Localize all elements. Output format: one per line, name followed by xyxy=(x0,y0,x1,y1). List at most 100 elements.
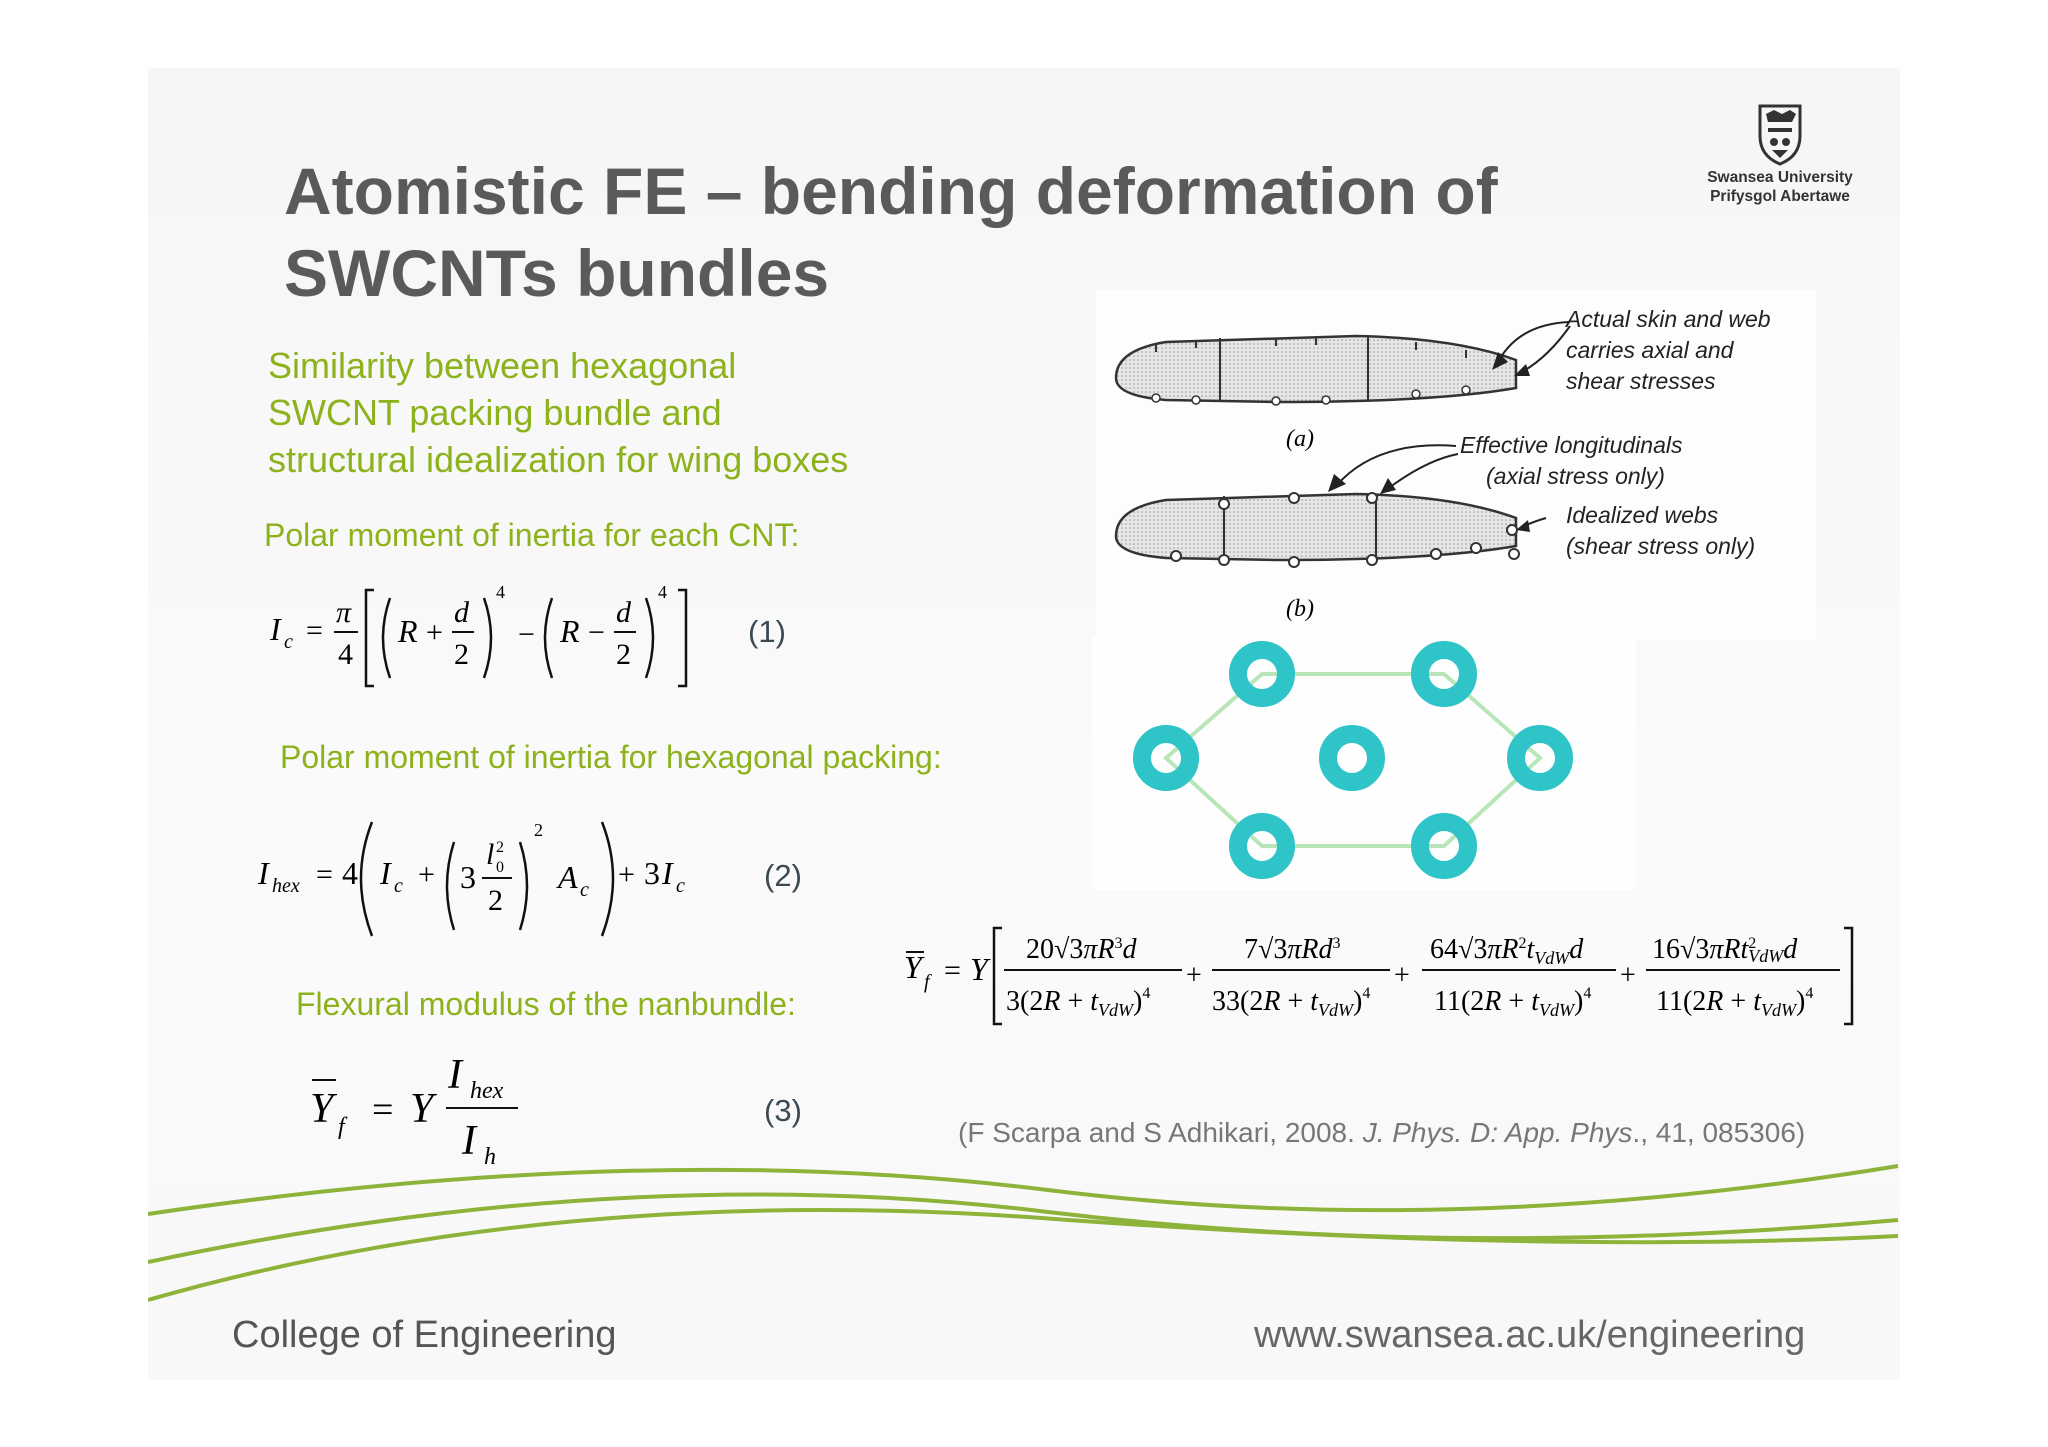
equation-2: I hex = 4 I c + 3 l 2 0 2 2 A c + 3 I c xyxy=(257,820,685,937)
svg-text:2: 2 xyxy=(454,638,469,671)
wing-box-figure: (a) (b) xyxy=(1096,290,1816,640)
svg-text:3(2R + tVdW)4: 3(2R + tVdW)4 xyxy=(1006,985,1150,1020)
svg-text:=: = xyxy=(372,1089,393,1131)
tube-ring xyxy=(1507,725,1573,791)
svg-text:d: d xyxy=(454,596,470,629)
hexagonal-packing-figure xyxy=(1092,636,1636,890)
svg-text:3: 3 xyxy=(644,855,660,891)
figure-label-a: (a) xyxy=(1286,426,1314,452)
tube-ring xyxy=(1319,725,1385,791)
svg-text:+: + xyxy=(1394,960,1410,991)
svg-text:I: I xyxy=(447,1052,464,1098)
svg-text:I: I xyxy=(269,611,282,647)
svg-text:l: l xyxy=(486,838,494,871)
svg-text:+: + xyxy=(1186,960,1202,991)
svg-text:2: 2 xyxy=(496,839,504,856)
slide-title: Atomistic FE – bending deformation of SW… xyxy=(284,150,1664,314)
svg-text:hex: hex xyxy=(272,875,300,897)
title-line-1: Atomistic FE – bending deformation of xyxy=(284,154,1498,228)
svg-text:−: − xyxy=(588,616,605,649)
annotation-b2-line-2: (shear stress only) xyxy=(1566,533,1756,559)
svg-text:I: I xyxy=(257,855,270,891)
svg-text:R: R xyxy=(397,613,418,649)
svg-text:=: = xyxy=(306,614,323,647)
decorative-waves xyxy=(148,1164,1899,1302)
svg-text:+: + xyxy=(1620,960,1636,991)
svg-text:I: I xyxy=(379,855,392,891)
svg-text:2: 2 xyxy=(616,638,631,671)
svg-text:I: I xyxy=(461,1118,478,1164)
figure-label-b: (b) xyxy=(1286,596,1314,622)
svg-text:+: + xyxy=(618,858,635,891)
university-logo: Swansea University Prifysgol Abertawe xyxy=(1690,100,1870,206)
svg-text:c: c xyxy=(284,631,293,653)
annotation-b1: Effective longitudinals (axial stress on… xyxy=(1460,430,1682,492)
university-crest-icon xyxy=(1758,104,1802,166)
citation: (F Scarpa and S Adhikari, 2008. J. Phys.… xyxy=(958,1117,1805,1149)
svg-text:h: h xyxy=(484,1144,496,1170)
svg-text:hex: hex xyxy=(470,1078,504,1104)
subtitle-line-1: Similarity between hexagonal xyxy=(268,345,737,386)
annotation-a-line-3: shear stresses xyxy=(1566,368,1716,394)
svg-text:c: c xyxy=(676,875,685,897)
equation-number-1: (1) xyxy=(748,614,786,649)
logo-name-1: Swansea University xyxy=(1707,169,1853,186)
svg-text:f: f xyxy=(338,1114,348,1140)
label-polar-hex: Polar moment of inertia for hexagonal pa… xyxy=(280,739,942,775)
svg-text:Y: Y xyxy=(410,1086,438,1132)
svg-text:I: I xyxy=(661,855,674,891)
svg-text:64√3πR2tVdWd: 64√3πR2tVdWd xyxy=(1430,934,1584,968)
svg-text:−: − xyxy=(518,618,535,651)
svg-text:=: = xyxy=(316,858,333,891)
svg-text:f: f xyxy=(924,971,932,993)
svg-text:4: 4 xyxy=(342,855,358,891)
citation-journal: J. Phys. D: App. Phys xyxy=(1362,1117,1633,1148)
svg-text:c: c xyxy=(580,879,589,901)
svg-text:R: R xyxy=(559,613,580,649)
flexural-modulus-equation: Y f = Y 20√3πR3d 3(2R + tVdW)4 + 7√3πRd3… xyxy=(904,926,1854,1026)
annotation-a: Actual skin and web carries axial and sh… xyxy=(1566,304,1771,397)
svg-text:11(2R + tVdW)4: 11(2R + tVdW)4 xyxy=(1656,985,1813,1020)
svg-text:+: + xyxy=(426,616,443,649)
tube-ring xyxy=(1229,641,1295,707)
tube-ring xyxy=(1229,813,1295,879)
tube-ring xyxy=(1411,813,1477,879)
svg-text:Y: Y xyxy=(310,1086,338,1132)
svg-text:2: 2 xyxy=(488,884,503,917)
svg-text:4: 4 xyxy=(658,582,667,602)
svg-text:Y: Y xyxy=(970,951,991,987)
label-polar-cnt: Polar moment of inertia for each CNT: xyxy=(264,517,800,553)
annotation-a-line-2: carries axial and xyxy=(1566,337,1734,363)
logo-name-2: Prifysgol Abertawe xyxy=(1710,188,1850,205)
equation-number-2: (2) xyxy=(764,858,802,893)
hexagonal-packing-diagram xyxy=(1133,641,1573,879)
svg-text:Y: Y xyxy=(904,949,925,985)
subtitle: Similarity between hexagonal SWCNT packi… xyxy=(268,342,848,483)
svg-text:=: = xyxy=(944,954,961,987)
annotation-b1-line-2: (axial stress only) xyxy=(1486,463,1665,489)
equation-3: Y f = Y I hex I h xyxy=(310,1052,518,1170)
svg-text:d: d xyxy=(616,596,632,629)
annotation-a-line-1: Actual skin and web xyxy=(1566,306,1771,332)
svg-text:20√3πR3d: 20√3πR3d xyxy=(1026,934,1138,965)
wing-box-diagram: (a) (b) xyxy=(1114,321,1571,622)
title-line-2: SWCNTs bundles xyxy=(284,236,830,310)
annotation-b2-line-1: Idealized webs xyxy=(1566,502,1719,528)
svg-text:7√3πRd3: 7√3πRd3 xyxy=(1244,934,1341,965)
equation-number-3: (3) xyxy=(764,1093,802,1128)
svg-text:π: π xyxy=(336,596,352,629)
svg-text:c: c xyxy=(394,875,403,897)
label-flexural: Flexural modulus of the nanbundle: xyxy=(296,986,796,1022)
footer-url[interactable]: www.swansea.ac.uk/engineering xyxy=(1254,1314,1806,1356)
svg-text:3: 3 xyxy=(460,859,476,895)
annotation-b2: Idealized webs (shear stress only) xyxy=(1566,500,1755,562)
subtitle-line-3: structural idealization for wing boxes xyxy=(268,439,849,480)
svg-text:4: 4 xyxy=(496,582,505,602)
svg-text:2: 2 xyxy=(534,820,543,840)
svg-text:11(2R + tVdW)4: 11(2R + tVdW)4 xyxy=(1434,985,1591,1020)
citation-suffix: ., 41, 085306) xyxy=(1632,1117,1806,1148)
svg-text:A: A xyxy=(556,859,578,895)
svg-text:33(2R + tVdW)4: 33(2R + tVdW)4 xyxy=(1212,985,1370,1020)
citation-prefix: (F Scarpa and S Adhikari, 2008. xyxy=(958,1117,1363,1148)
